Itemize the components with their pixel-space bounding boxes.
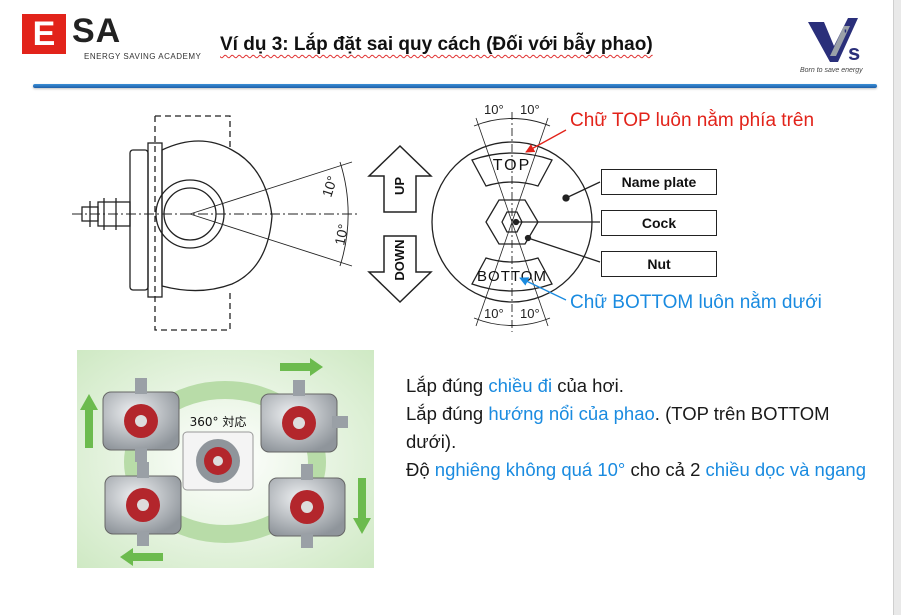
note-line-1: Lắp đúng chiều đi của hơi. (406, 375, 624, 396)
trap-photo-4 (268, 464, 346, 548)
header-divider (33, 84, 877, 88)
photo-caption: 360° 対応 (190, 415, 247, 429)
name-plate-label: Name plate (601, 169, 717, 195)
top-callout-arrow (525, 129, 567, 153)
note-line-2: Lắp đúng hướng nổi của phao. (TOP trên B… (406, 403, 830, 452)
svg-text:s: s (848, 40, 860, 65)
up-arrow: UP (367, 144, 433, 213)
svg-text:': ' (844, 27, 847, 41)
orientation-photo: 360° 対応 (77, 350, 374, 568)
right-bottom-angle-2: 10° (520, 306, 540, 321)
trap-photo-3 (104, 462, 182, 546)
trap-photo-2 (260, 380, 348, 453)
esa-logo-subtitle: ENERGY SAVING ACADEMY (84, 52, 202, 61)
esa-logo-word: SA (72, 12, 122, 50)
top-marking: TOP (493, 157, 532, 174)
steam-trap-diagram: 10° 10° UP DOWN (72, 102, 601, 332)
slide-title: Ví dụ 3: Lắp đặt sai quy cách (Đối với b… (220, 34, 653, 55)
js-logo-tagline: Born to save energy (800, 67, 863, 74)
trap-photo-center (182, 431, 254, 491)
note-line-3: Độ nghiêng không quá 10° cho cả 2 chiều … (406, 459, 866, 480)
trap-photo-1 (102, 378, 180, 462)
trap-front-view (431, 112, 601, 332)
bottom-callout-text: Chữ BOTTOM luôn nằm dưới (570, 292, 822, 313)
top-callout-text: Chữ TOP luôn nằm phía trên (570, 110, 815, 131)
js-logo: s ' Born to save energy (800, 16, 880, 80)
nut-label: Nut (601, 251, 717, 277)
cock-label: Cock (601, 210, 717, 236)
down-arrow: DOWN (367, 235, 433, 304)
trap-side-view (72, 115, 360, 331)
esa-logo-mark: E (22, 14, 66, 54)
left-angle-label-1: 10° (319, 174, 341, 199)
down-label: DOWN (392, 239, 407, 280)
installation-notes: Lắp đúng chiều đi của hơi. Lắp đúng hướn… (406, 372, 876, 484)
left-angle-label-2: 10° (331, 223, 351, 247)
esa-logo: E SA ENERGY SAVING ACADEMY (22, 12, 202, 62)
bottom-callout-arrow (519, 277, 567, 301)
js-logo-icon: s ' (808, 18, 860, 65)
right-top-angle-2: 10° (520, 102, 540, 117)
right-top-angle-1: 10° (484, 102, 504, 117)
up-label: UP (392, 177, 407, 195)
right-bottom-angle-1: 10° (484, 306, 504, 321)
bottom-marking: BOTTOM (477, 268, 547, 285)
